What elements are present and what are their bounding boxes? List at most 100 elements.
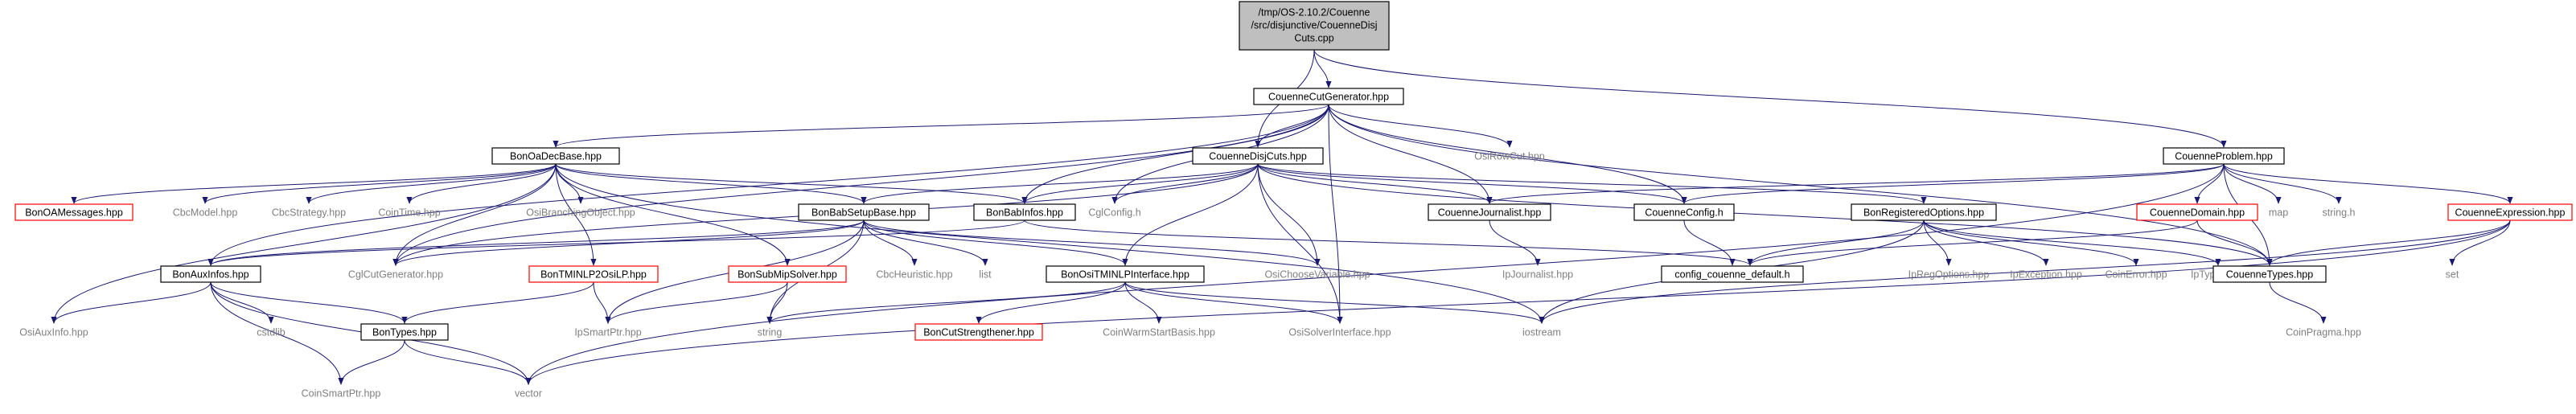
node-bontypes[interactable]: BonTypes.hpp (360, 323, 449, 341)
node-set-label: set (2446, 268, 2459, 280)
node-ipregopts-label: IpRegOptions.hpp (1908, 268, 1990, 280)
node-string: string (758, 326, 783, 338)
node-journalist[interactable]: CouenneJournalist.hpp (1428, 203, 1551, 221)
edge-problem-to-expression (2223, 163, 2513, 204)
node-cbcheur-label: CbcHeuristic.hpp (876, 268, 952, 280)
edge-expression-to-iostream (1539, 219, 2511, 324)
node-problem-box (2163, 147, 2285, 165)
node-config-label: CouenneConfig.h (1645, 207, 1723, 218)
node-osidec-label: BonOaDecBase.hpp (510, 150, 602, 162)
node-ipsmart: IpSmartPtr.hpp (574, 326, 641, 338)
edge-osidec-to-submip (555, 163, 791, 266)
edge-cutgen-to-cglcutgen (392, 104, 1329, 266)
node-domain[interactable]: CouenneDomain.hpp (2136, 203, 2258, 221)
edge-osidec-to-cbcstrat (306, 163, 557, 204)
edge-bontypes-to-vector (404, 339, 532, 385)
edge-cutgen-to-osirowcut (1328, 104, 1513, 148)
node-bontypes-label: BonTypes.hpp (372, 326, 437, 338)
node-config-box (1633, 203, 1735, 221)
node-problem-label: CouenneProblem.hpp (2175, 150, 2273, 162)
node-setup[interactable]: BonBabSetupBase.hpp (798, 203, 930, 221)
edge-disjcuts-to-regopts (1257, 163, 1927, 204)
edge-regopts-to-ipregopts (1923, 219, 1952, 266)
edge-osidec-to-osiauxinfo (51, 163, 557, 324)
node-map-label: map (2269, 207, 2288, 218)
node-string-label: string (758, 326, 783, 338)
root-label-line-0: /tmp/OS-2.10.2/Couenne (1259, 6, 1370, 18)
node-coinsmart-label: CoinSmartPtr.hpp (302, 387, 381, 399)
edge-cutgen-to-journalist (1328, 104, 1493, 204)
node-cbcmodel-label: CbcModel.hpp (173, 207, 238, 218)
node-submip-box (728, 265, 847, 283)
node-expression-label: CouenneExpression.hpp (2455, 207, 2566, 218)
node-ipexc: IpException.hpp (2010, 268, 2082, 280)
node-auxinfos[interactable]: BonAuxInfos.hpp (160, 265, 261, 283)
node-submip[interactable]: BonSubMipSolver.hpp (728, 265, 847, 283)
node-coutypes[interactable]: CouenneTypes.hpp (2212, 265, 2327, 283)
edge-babinfos-to-stdlib (1024, 219, 1753, 266)
edge-setup-to-list (863, 219, 988, 266)
node-regopts-label: BonRegisteredOptions.hpp (1863, 207, 1984, 218)
node-oamsg[interactable]: BonOAMessages.hpp (14, 203, 134, 221)
node-ipexc-label: IpException.hpp (2010, 268, 2082, 280)
node-cutstr[interactable]: BonCutStrengthener.hpp (914, 323, 1043, 341)
edge-disjcuts-to-cglconfig (1111, 163, 1259, 204)
node-regopts[interactable]: BonRegisteredOptions.hpp (1851, 203, 1997, 221)
node-cutstr-label: BonCutStrengthener.hpp (923, 326, 1034, 338)
node-cbcstrat: CbcStrategy.hpp (272, 207, 346, 218)
edge-osidec-to-tminlp2 (555, 163, 597, 266)
node-coutypes-label: CouenneTypes.hpp (2226, 268, 2313, 280)
edge-setup-to-ositminlp (863, 219, 1128, 266)
node-configdef[interactable]: config_couenne_default.h (1661, 265, 1804, 283)
edge-expression-to-set (2449, 219, 2511, 266)
node-journalist-label: CouenneJournalist.hpp (1438, 207, 1542, 218)
node-coinerror: CoinError.hpp (2105, 268, 2167, 280)
edge-regopts-to-stdlib (1747, 219, 1925, 266)
edge-disjcuts-to-babinfos (1021, 163, 1259, 204)
edge-ositminlp-to-cutstr (976, 281, 1126, 324)
node-coinpragma: CoinPragma.hpp (2286, 326, 2361, 338)
edge-ositminlp-to-warmstart (1124, 281, 1162, 324)
node-cutstr-box (914, 323, 1043, 341)
node-submip-label: BonSubMipSolver.hpp (737, 268, 837, 280)
node-coutypes-box (2212, 265, 2327, 283)
node-disjcuts[interactable]: CouenneDisjCuts.hpp (1192, 147, 1324, 165)
node-bontypes-box (360, 323, 449, 341)
node-coinerror-label: CoinError.hpp (2105, 268, 2167, 280)
edge-disjcuts-to-choosevar (1257, 163, 1321, 266)
node-auxinfos-label: BonAuxInfos.hpp (172, 268, 249, 280)
node-disjcuts-label: CouenneDisjCuts.hpp (1209, 150, 1307, 162)
edge-osidec-to-iostream (555, 163, 1545, 324)
edge-setup-to-choosevar (863, 219, 1321, 266)
node-map: map (2269, 207, 2288, 218)
node-vector: vector (515, 387, 542, 399)
edge-ositminlp-to-string (766, 281, 1126, 324)
node-root[interactable]: /tmp/OS-2.10.2/Couenne/src/disjunctive/C… (1239, 1, 1390, 51)
node-domain-label: CouenneDomain.hpp (2150, 207, 2245, 218)
node-regopts-box (1851, 203, 1997, 221)
node-cbcheur: CbcHeuristic.hpp (876, 268, 952, 280)
node-problem[interactable]: CouenneProblem.hpp (2163, 147, 2285, 165)
edge-disjcuts-to-setup (861, 163, 1259, 204)
edge-osidec-to-cbcmodel (202, 163, 557, 204)
node-branchobj-label: OsiBranchingObject.hpp (526, 207, 635, 218)
edge-bontypes-to-coinsmart (338, 339, 405, 385)
node-stringh-label: string.h (2323, 207, 2356, 218)
node-config[interactable]: CouenneConfig.h (1633, 203, 1735, 221)
node-expression[interactable]: CouenneExpression.hpp (2447, 203, 2573, 221)
node-osidec[interactable]: BonOaDecBase.hpp (491, 147, 620, 165)
edge-babinfos-to-auxinfos (207, 219, 1025, 266)
node-tminlp2[interactable]: BonTMINLP2OsiLP.hpp (528, 265, 659, 283)
node-ipregopts: IpRegOptions.hpp (1908, 268, 1990, 280)
node-babinfos[interactable]: BonBabInfos.hpp (973, 203, 1076, 221)
node-setup-label: BonBabSetupBase.hpp (811, 207, 916, 218)
edge-tminlp2-to-bontypes (401, 281, 594, 324)
edge-osidec-to-babinfos (555, 163, 1028, 204)
node-ositminlp[interactable]: BonOsiTMINLPInterface.hpp (1046, 265, 1205, 283)
edge-osidec-to-branchobj (555, 163, 584, 204)
node-cutgen[interactable]: CouenneCutGenerator.hpp (1253, 88, 1404, 105)
node-coinpragma-label: CoinPragma.hpp (2286, 326, 2361, 338)
edge-ositminlp-to-solverif (1124, 281, 1343, 324)
node-stringh: string.h (2323, 207, 2356, 218)
edge-regopts-to-iptypes (1923, 219, 2221, 266)
